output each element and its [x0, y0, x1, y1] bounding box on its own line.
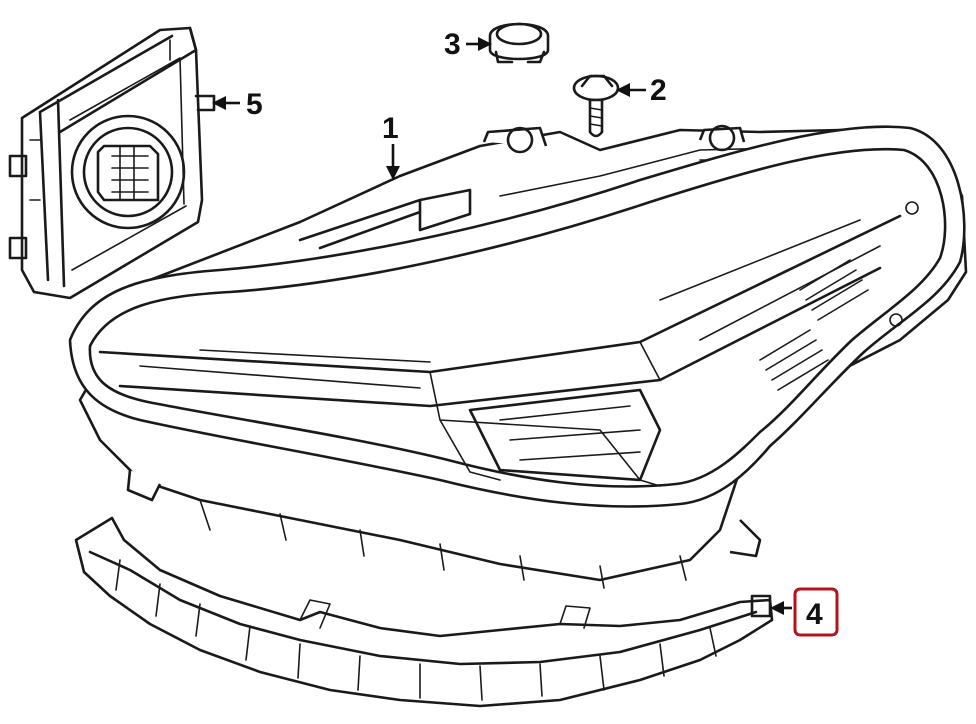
callout-4-highlight-box — [793, 587, 839, 637]
callout-3-arrowhead — [478, 37, 492, 51]
callout-2-arrowhead — [616, 83, 630, 97]
callout-5-arrowhead — [212, 96, 226, 110]
callout-1-arrowhead — [386, 166, 400, 180]
callout-1-label: 1 — [382, 112, 399, 145]
control-module-part — [8, 26, 216, 300]
lower-trim-bracket-part — [74, 516, 774, 708]
headlamp-assembly-part — [68, 124, 968, 589]
callout-2-label: 2 — [650, 74, 667, 107]
bolt-part — [572, 74, 620, 138]
callout-4-label: 4 — [806, 598, 823, 631]
callout-3-label: 3 — [444, 28, 461, 61]
callout-5-label: 5 — [246, 88, 263, 121]
callout-4-arrowhead — [770, 601, 784, 615]
cap-part — [488, 22, 550, 64]
